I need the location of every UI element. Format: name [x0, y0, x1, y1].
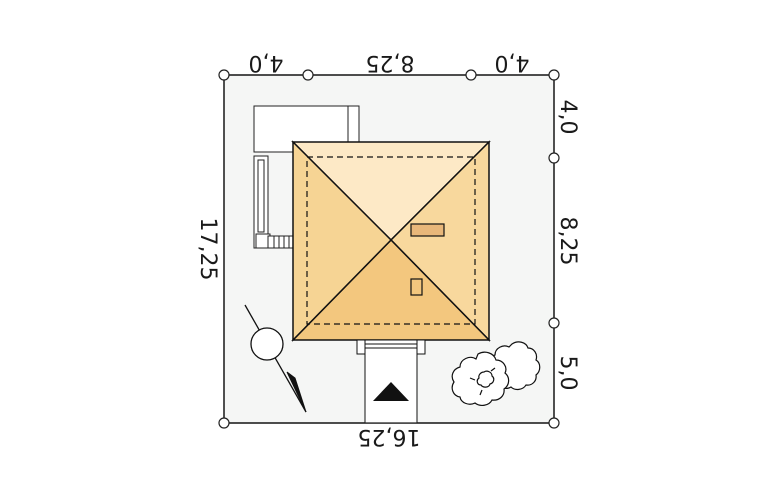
north-arrow-icon: [244, 304, 307, 413]
dim-top-left: 4,0: [249, 50, 284, 75]
dim-top-middle: 8,25: [366, 50, 415, 75]
chimney: [410, 223, 445, 237]
dim-right-middle: 8,25: [555, 217, 580, 266]
wall-outline: [306, 156, 476, 325]
dim-right-top: 4,0: [555, 100, 580, 135]
roof-vent: [410, 278, 423, 296]
dimension-lines: [218, 69, 560, 429]
driveway: [356, 339, 426, 424]
dim-left: 17,25: [195, 218, 220, 281]
dim-bottom: 16,25: [358, 424, 421, 449]
entrance-triangle-icon: [373, 382, 409, 401]
dim-top-right: 4,0: [495, 50, 530, 75]
dim-right-bottom: 5,0: [555, 356, 580, 391]
tree-icon: [451, 341, 541, 406]
house-roof: [291, 140, 491, 342]
